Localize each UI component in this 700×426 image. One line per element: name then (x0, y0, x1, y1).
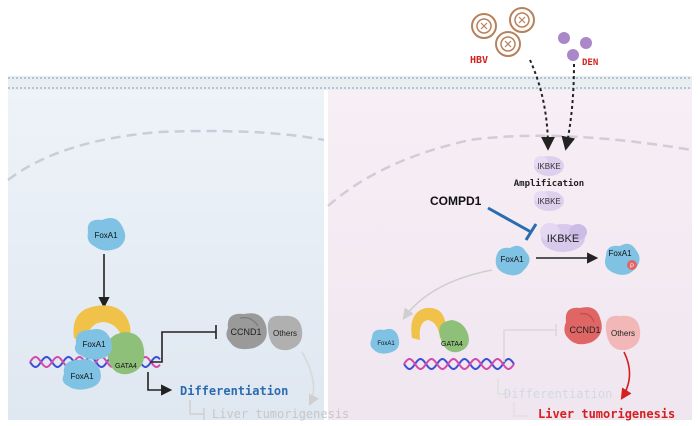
compd1-inhibition (487, 206, 532, 234)
dna-helix-right (403, 358, 515, 370)
tumorigenesis-block-left (189, 400, 204, 415)
foxa1-left-complex-label: FoxA1 (82, 340, 106, 349)
foxa1-phospho-label: FoxA1 (608, 249, 632, 258)
differentiation-left-label: Differentiation (180, 384, 288, 398)
faded-arrow-left (301, 351, 320, 407)
liver-tumorigenesis-right-label: Liver tumorigenesis (538, 407, 675, 421)
foxa1-protein-small (370, 328, 400, 354)
differentiation-right-label: Differentiation (504, 387, 612, 401)
left-cell-background (8, 90, 324, 420)
right-nuclear-envelope (327, 134, 693, 207)
faded-diff-arrow-right (497, 378, 510, 395)
differentiation-arrow (147, 372, 173, 396)
foxa1-left-bottom-label: FoxA1 (70, 372, 94, 381)
faded-inhibition-right (503, 329, 556, 362)
ccnd1-right-label: CCND1 (569, 325, 600, 335)
den-molecules (558, 32, 592, 61)
others-protein-pink (605, 315, 641, 351)
ikbke-protein-big (540, 223, 587, 252)
foxa1-protein-left-complex (74, 329, 112, 360)
ccnd1-protein-red (564, 307, 602, 345)
ikbke-top-label: IKBKE (537, 162, 561, 171)
phospho-badge (627, 260, 637, 270)
ikbke-big-label: IKBKE (547, 233, 579, 245)
others-protein-gray (267, 315, 303, 351)
den-label: DEN (582, 58, 598, 68)
foxa1-small-label: FoxA1 (377, 341, 395, 347)
ikbke-protein-top (534, 156, 564, 176)
yellow-cofactor-right (411, 307, 446, 340)
gata4-protein-right (439, 320, 469, 353)
others-right-label: Others (611, 329, 635, 338)
inhibition-bracket-left (150, 331, 216, 363)
gata4-protein-left (106, 332, 145, 375)
foxa1-release-arrow (402, 269, 493, 320)
phospho-label: P (630, 264, 634, 270)
foxa1-protein-right-left (495, 245, 530, 276)
foxa1-left-top-label: FoxA1 (94, 231, 118, 240)
foxa1-protein-left-top (87, 218, 126, 251)
foxa1-protein-left-bottom (62, 359, 101, 390)
tumorigenesis-arrow-red (620, 351, 632, 400)
others-left-label: Others (273, 329, 297, 338)
ikbke-mid-label: IKBKE (537, 197, 561, 206)
gata4-left-label: GATA4 (115, 363, 137, 370)
hbv-label: HBV (470, 55, 488, 66)
amplification-label: Amplification (514, 178, 584, 189)
ccnd1-left-label: CCND1 (230, 327, 261, 337)
ccnd1-protein-gray (226, 313, 267, 350)
dna-strand (403, 358, 515, 370)
foxa1-right-left-label: FoxA1 (500, 255, 524, 264)
den-arrow (561, 63, 576, 151)
hbv-arrow (529, 59, 555, 151)
liver-tumorigenesis-left-label: Liver tumorigenesis (212, 407, 349, 421)
compd1-label: COMPD1 (430, 194, 482, 208)
faded-tumor-bracket-right (513, 402, 528, 417)
cell-membrane (8, 76, 692, 90)
panel-divider (324, 80, 328, 426)
left-nuclear-envelope (7, 129, 325, 181)
gata4-right-label: GATA4 (441, 341, 463, 348)
hbv-virions (471, 7, 535, 57)
ikbke-protein-mid (534, 191, 564, 211)
foxa1-protein-phosphorylated (605, 243, 640, 275)
